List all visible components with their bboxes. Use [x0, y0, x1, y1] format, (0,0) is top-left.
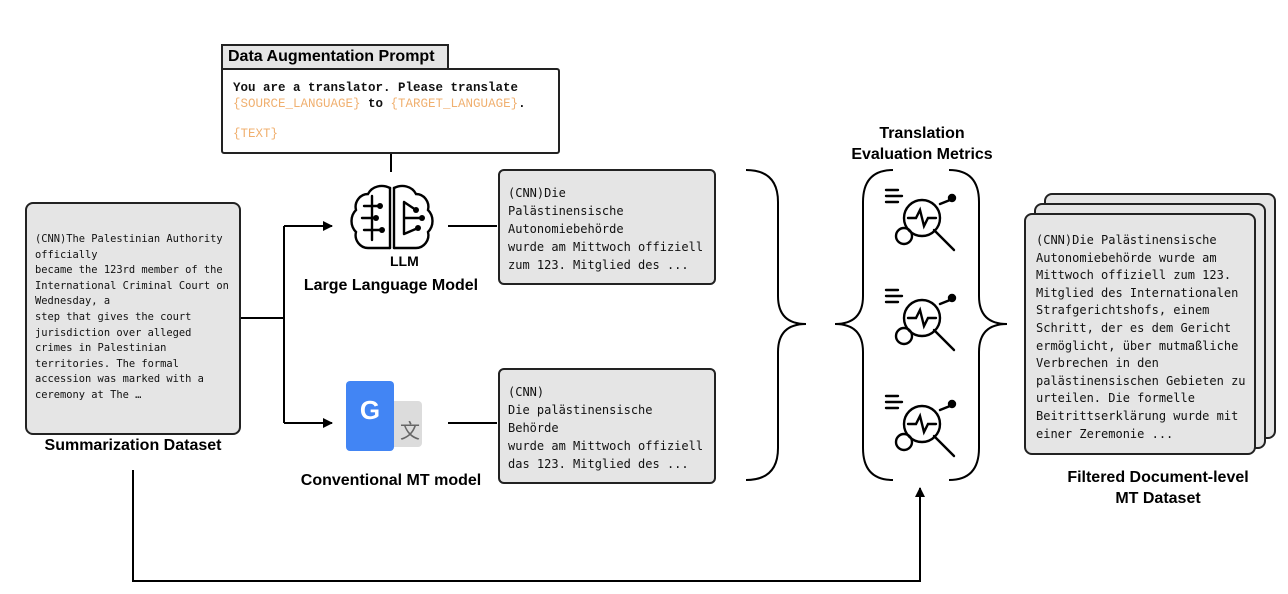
mt-output-box: (CNN) Die palästinensische Behörde wurde… [498, 368, 716, 484]
prompt-period: . [518, 97, 526, 111]
target-language-placeholder: {TARGET_LANGUAGE} [390, 97, 519, 111]
translate-icon: G 文 [346, 381, 422, 453]
llm-label: Large Language Model [303, 277, 479, 294]
translate-icon-wen: 文 [400, 419, 420, 443]
metric-icon [884, 188, 957, 252]
source-text-box: (CNN)The Palestinian Authority officiall… [25, 202, 241, 435]
metrics-title-line1: Translation [879, 125, 965, 142]
prompt-box: You are a translator. Please translate {… [221, 68, 560, 154]
outputs-brace [745, 169, 807, 481]
text-placeholder: {TEXT} [233, 127, 279, 141]
prompt-to-word: to [360, 97, 391, 111]
brain-icon [350, 184, 434, 250]
metric-icon [884, 288, 957, 352]
source-label: Summarization Dataset [44, 437, 222, 454]
metrics-left-brace [834, 169, 894, 481]
bypass-line [132, 470, 925, 582]
llm-output-box: (CNN)Die Palästinensische Autonomiebehör… [498, 169, 716, 285]
prompt-line-2: {SOURCE_LANGUAGE} to {TARGET_LANGUAGE}. [233, 96, 558, 112]
metric-icon [884, 394, 957, 458]
mt-label: Conventional MT model [300, 472, 482, 489]
result-label-line2: MT Dataset [1115, 490, 1201, 507]
prompt-line: You are a translator. Please translate [233, 81, 519, 95]
result-text-box: (CNN)Die Palästinensische Autonomiebehör… [1024, 213, 1256, 455]
llm-icon-text: LLM [390, 253, 419, 269]
metrics-title-line2: Evaluation Metrics [851, 146, 993, 163]
metrics-right-brace [948, 169, 1008, 481]
source-language-placeholder: {SOURCE_LANGUAGE} [233, 97, 361, 111]
metrics-icons [884, 188, 957, 458]
result-label-line1: Filtered Document-level [1067, 469, 1249, 486]
translate-icon-front [346, 381, 394, 451]
translate-icon-g: G [359, 395, 381, 425]
prompt-title: Data Augmentation Prompt [221, 44, 449, 69]
